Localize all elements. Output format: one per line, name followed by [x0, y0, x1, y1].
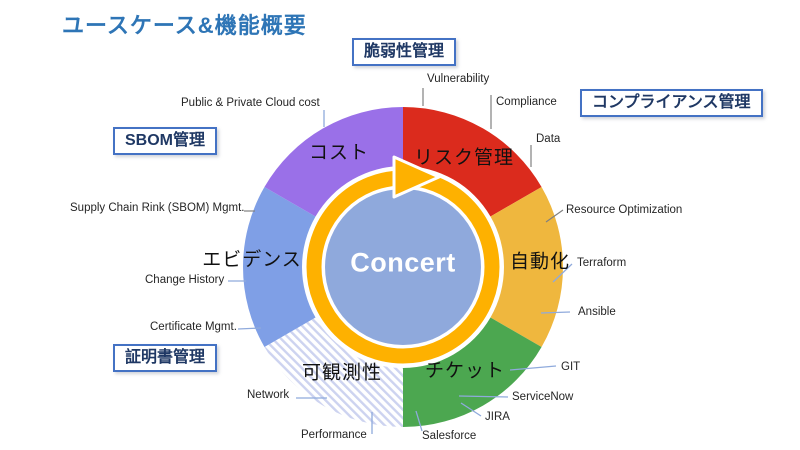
- segment-label-ticket: チケット: [424, 360, 506, 382]
- certificate-management-box: 証明書管理: [113, 344, 218, 372]
- page-title: ユースケース&機能概要: [62, 13, 307, 38]
- feature-git: GIT: [561, 361, 581, 373]
- segment-risk: [403, 107, 542, 217]
- feature-data: Data: [536, 133, 561, 145]
- segment-label-observability: 可観測性: [301, 362, 383, 384]
- feature-network: Network: [247, 389, 290, 401]
- center-product-name: Concert: [350, 247, 456, 278]
- feature-change-history: Change History: [145, 274, 225, 286]
- compliance-management-box: コンプライアンス管理: [580, 89, 763, 117]
- feature-resource-optimization: Resource Optimization: [566, 204, 683, 216]
- feature-certificate-mgmt: Certificate Mgmt.: [150, 321, 237, 333]
- feature-terraform: Terraform: [577, 257, 627, 269]
- segment-evidence: [243, 187, 316, 347]
- feature-ansible: Ansible: [578, 306, 616, 318]
- vulnerability-management-box: 脆弱性管理: [352, 38, 457, 66]
- feature-performance: Performance: [301, 429, 367, 441]
- feature-vulnerability: Vulnerability: [427, 73, 490, 85]
- center-circle: [325, 189, 481, 345]
- sbom-management-box: SBOM管理: [113, 127, 218, 155]
- feature-servicenow: ServiceNow: [512, 391, 574, 403]
- feature-compliance: Compliance: [496, 96, 557, 108]
- segment-automation: [490, 187, 563, 347]
- leader-lines-gray: [244, 88, 564, 223]
- feature-salesforce: Salesforce: [422, 430, 477, 442]
- arrow-icon: [392, 155, 441, 199]
- segment-label-cost: コスト: [308, 142, 370, 164]
- segment-observability: [264, 317, 403, 427]
- segment-label-automation: 自動化: [509, 251, 571, 273]
- feature-jira: JIRA: [485, 411, 510, 423]
- segment-ticket: [403, 317, 542, 427]
- segment-label-risk: リスク管理: [413, 147, 515, 169]
- leader-lines-blue: [228, 110, 573, 434]
- feature-supply-chain-sbom: Supply Chain Rink (SBOM) Mgmt.: [70, 202, 245, 214]
- segment-label-evidence: エビデンス: [202, 249, 302, 271]
- segment-cost: [264, 107, 403, 217]
- feature-cloud-cost: Public & Private Cloud cost: [181, 97, 320, 109]
